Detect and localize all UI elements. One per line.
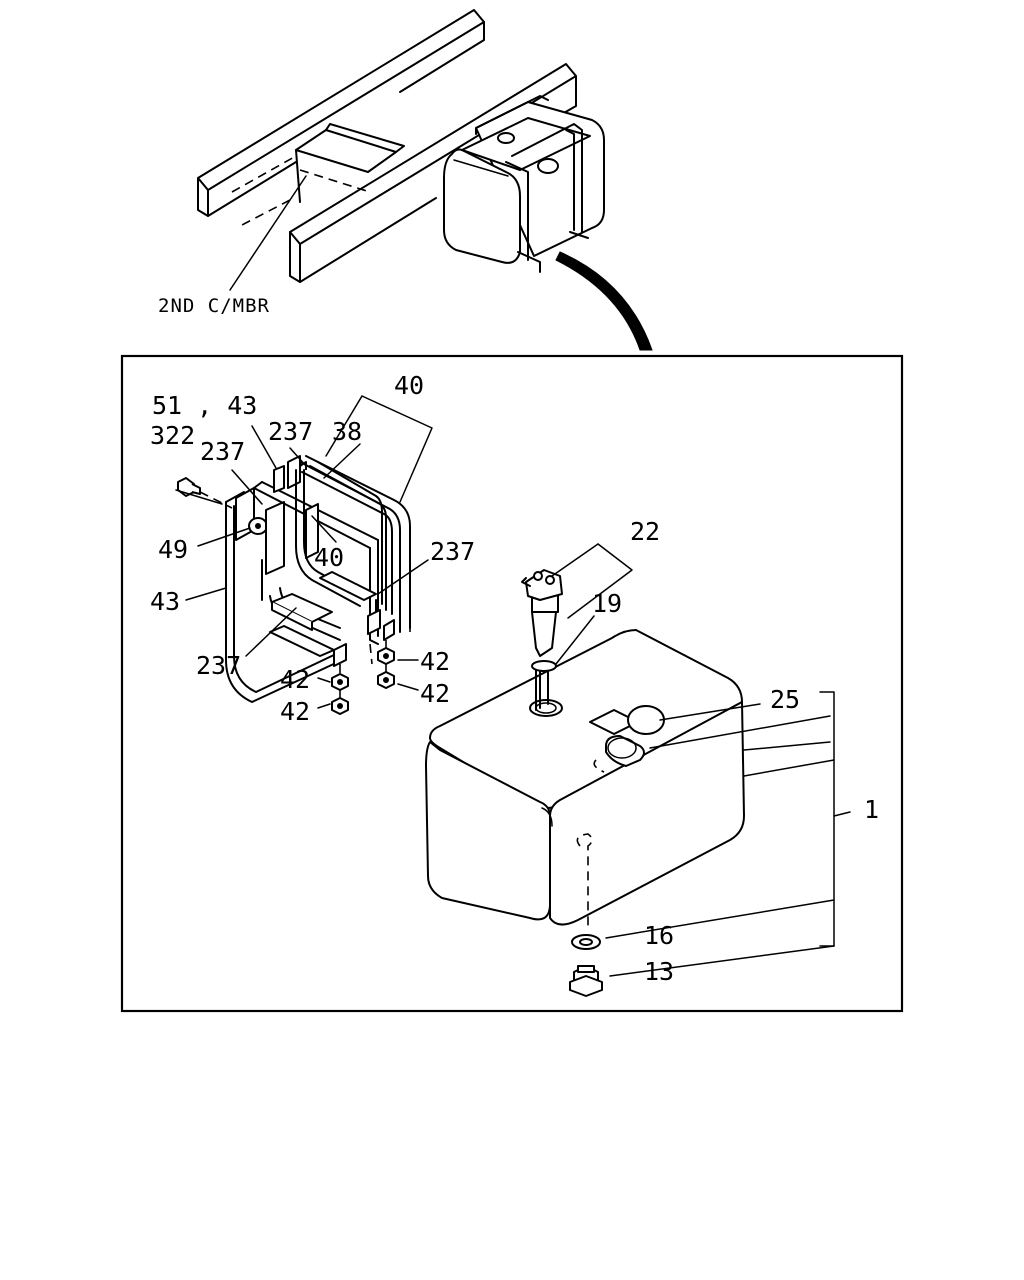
label-19: 19 [592,589,622,618]
label-13: 13 [644,957,674,986]
fuel-tank-overview [443,95,653,351]
label-42-a: 42 [420,647,450,676]
nut-42-upper-left [331,673,349,691]
label-2nd-cross-member: 2ND C/MBR [158,295,270,317]
label-237-b: 237 [268,417,313,446]
frame-overview [197,9,577,291]
label-1: 1 [864,795,879,824]
label-49: 49 [158,535,188,564]
label-25: 25 [770,685,800,714]
drain-plug [569,965,603,997]
label-51-43: 51 , 43 [152,391,257,420]
label-40-top: 40 [394,371,424,400]
label-40-mid: 40 [314,543,344,572]
fuel-tank-detail [425,543,851,997]
label-42-d: 42 [280,697,310,726]
detail-frame [120,354,904,1013]
label-237-a: 237 [200,437,245,466]
nut-42-lower-right [377,671,395,689]
nut-42-lower-left [331,697,349,715]
label-237-d: 237 [196,651,241,680]
label-42-c: 42 [420,679,450,708]
strap-bracket-assembly [175,395,433,715]
nut-42-upper-right [377,647,395,665]
callout-labels: 2ND C/MBR 40 51 , 43 322 237 237 38 49 4… [150,295,879,986]
label-42-b: 42 [280,665,310,694]
sender-unit [521,569,563,711]
label-38: 38 [332,417,362,446]
label-16: 16 [644,921,674,950]
label-237-c: 237 [430,537,475,566]
label-322: 322 [150,421,195,450]
label-22: 22 [630,517,660,546]
label-43: 43 [150,587,180,616]
